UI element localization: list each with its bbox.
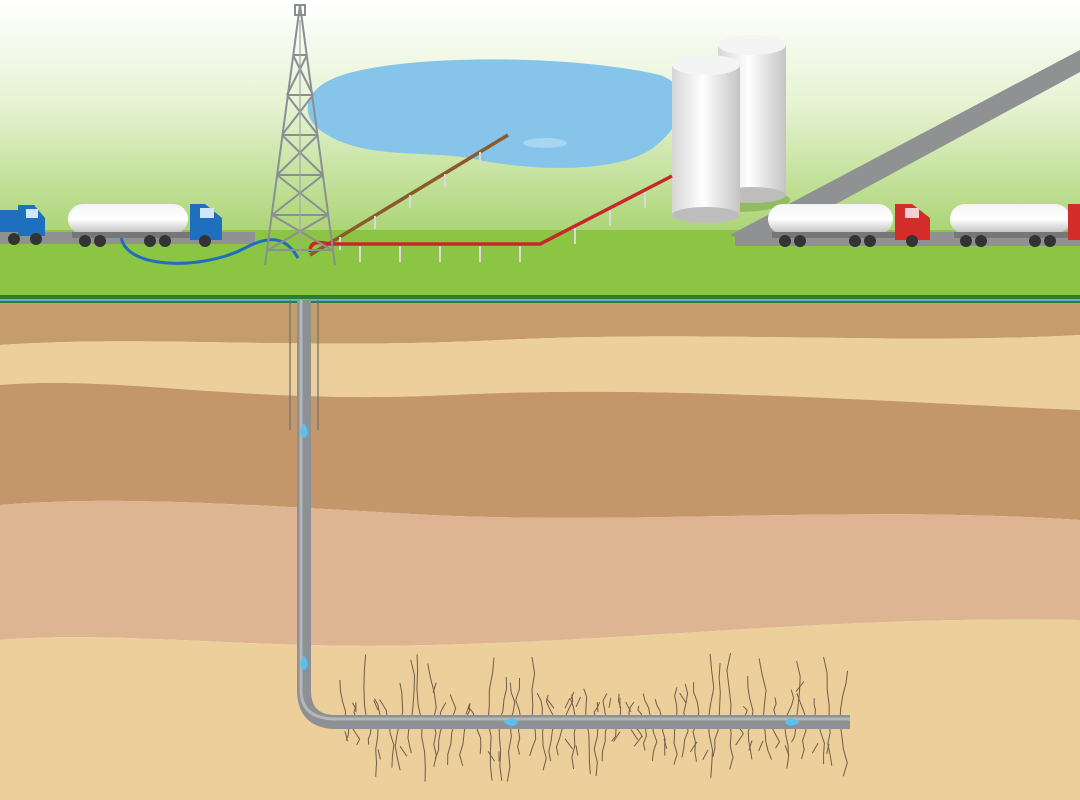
- fracture-crack: [823, 656, 830, 723]
- fracture-branch: [702, 749, 709, 761]
- fracture-crack: [593, 721, 599, 776]
- rock-strata: [0, 303, 1080, 800]
- fracture-branch: [811, 742, 819, 754]
- fracture-crack: [487, 721, 493, 781]
- fracture-crack: [498, 721, 503, 781]
- fracture-branch: [373, 700, 379, 711]
- fracture-branch: [689, 741, 698, 753]
- fracture-crack: [375, 721, 379, 777]
- pond-ripple: [523, 138, 567, 148]
- fracture-branch: [564, 738, 573, 750]
- red-tanker-truck-center: [768, 204, 930, 247]
- water-drop-icon: [300, 655, 308, 670]
- fracture-crack: [498, 676, 508, 723]
- fracture-crack: [394, 721, 401, 771]
- fracture-crack: [487, 657, 495, 723]
- storage-silos: [672, 35, 790, 223]
- stratum-5: [0, 619, 1080, 800]
- fracture-branch: [758, 740, 764, 752]
- water-drop-icon: [300, 423, 308, 438]
- fracture-branch: [608, 697, 612, 708]
- fracture-crack: [363, 654, 368, 723]
- fracture-crack: [410, 659, 416, 723]
- fracture-crack: [586, 721, 591, 775]
- fracture-crack: [839, 721, 848, 777]
- fracture-crack: [758, 658, 767, 723]
- fracture-branch: [487, 750, 496, 762]
- fracture-branch: [748, 740, 753, 751]
- stratum-1: [0, 303, 1080, 345]
- wellbore-highlight: [299, 300, 850, 721]
- fracture-branch: [613, 731, 621, 742]
- access-road: [730, 50, 1080, 245]
- fracture-crack: [718, 663, 721, 723]
- stratum-2: [0, 335, 1080, 410]
- fracture-crack: [427, 663, 437, 723]
- fracture-crack: [707, 721, 714, 778]
- blue-tanker-truck-left: [0, 205, 45, 245]
- fracture-crack: [571, 721, 577, 769]
- fracture-branch: [679, 692, 687, 704]
- fracture-branch: [663, 738, 668, 749]
- fracture-branch: [344, 731, 349, 742]
- fluid-flow-markers: [300, 423, 800, 726]
- blue-tanker-truck-right: [68, 204, 222, 247]
- fracture-branch: [575, 696, 582, 708]
- fracture-branch: [633, 735, 643, 747]
- fracture-branch: [596, 702, 599, 713]
- water-drop-icon: [503, 718, 518, 726]
- fracture-crack: [542, 721, 547, 771]
- fracture-branch: [575, 745, 579, 756]
- red-tanker-truck-right: [950, 204, 1080, 247]
- fracture-branch: [784, 745, 790, 756]
- stratum-4: [0, 500, 1080, 646]
- fracture-crack: [447, 721, 456, 766]
- fracture-branch: [630, 729, 639, 740]
- fracture-crack: [827, 721, 833, 766]
- fracture-crack: [729, 721, 734, 770]
- water-drop-icon: [785, 718, 800, 726]
- fracture-crack: [673, 721, 678, 765]
- stratum-3: [0, 382, 1080, 520]
- brown-supply-line: [309, 133, 509, 257]
- fracture-network: [339, 653, 849, 782]
- surface-water-line: [0, 299, 1080, 301]
- fracture-crack: [839, 670, 849, 723]
- fracture-branch: [465, 704, 470, 715]
- fracture-branch: [625, 701, 632, 713]
- fracture-branch: [432, 682, 437, 693]
- fracture-branch: [795, 681, 805, 692]
- fracture-crack: [506, 721, 512, 782]
- fracture-branch: [564, 697, 571, 709]
- fracture-branch: [377, 749, 381, 760]
- fracture-crack: [726, 653, 732, 723]
- water-pond: [307, 59, 683, 168]
- fracture-crack: [531, 657, 536, 723]
- fracture-crack: [784, 721, 790, 769]
- fracture-branch: [826, 743, 830, 754]
- fracture-crack: [747, 675, 754, 723]
- well-casing: [289, 300, 319, 430]
- fracture-crack: [416, 654, 423, 723]
- fracture-crack: [388, 721, 395, 768]
- fracture-crack: [421, 721, 426, 782]
- drilling-rig: [264, 4, 336, 266]
- fracture-crack: [459, 721, 467, 766]
- fracture-crack: [795, 660, 801, 723]
- fracture-crack: [515, 677, 522, 723]
- fracture-branch: [399, 745, 408, 757]
- fracture-branch: [546, 698, 555, 709]
- fracture-crack: [707, 653, 715, 723]
